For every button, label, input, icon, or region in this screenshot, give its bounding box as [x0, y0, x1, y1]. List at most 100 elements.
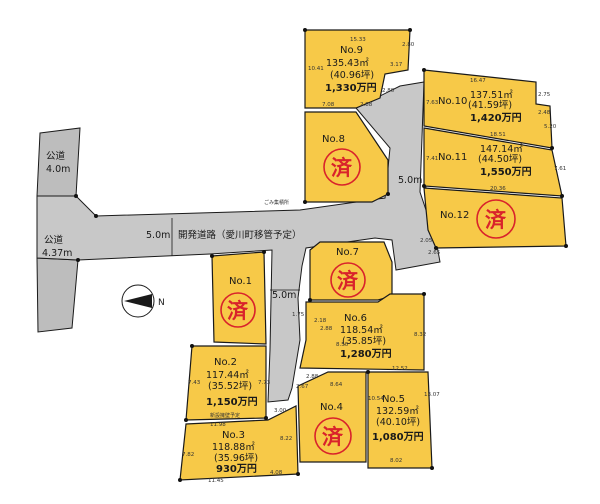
lot-7-info: No.7 [336, 247, 359, 258]
dim-label: 7.43 [188, 380, 201, 386]
dimension-labels: 15.33 2.80 10.41 3.17 7.08 2.88 2.80 16.… [182, 37, 566, 484]
dim-label: 2.67 [296, 384, 309, 390]
sold-mark-text: 済 [331, 156, 353, 180]
dim-label: 13.07 [424, 392, 440, 398]
lot-7[interactable] [309, 241, 393, 301]
sold-mark-lot-4: 済 [314, 417, 352, 455]
dev-road-width: 5.0m [146, 230, 170, 241]
lot-6-area: 118.54㎡ [340, 325, 383, 336]
dim-label: 2.80 [402, 42, 415, 48]
dim-label: 15.33 [350, 37, 366, 43]
branch-right-width: 5.0m [398, 175, 422, 186]
lot-6-number: No.6 [344, 313, 367, 324]
dim-label: 11.98 [210, 422, 226, 428]
sold-mark-lot-7: 済 [330, 262, 366, 298]
lot-3-area: 118.88㎡ [212, 442, 255, 453]
lot-1-number: No.1 [229, 276, 252, 287]
lot-9-number: No.9 [340, 45, 363, 56]
lot-5-tsubo: (40.10坪) [376, 416, 420, 428]
lot-3-number: No.3 [222, 430, 245, 441]
dim-label: 11.45 [208, 478, 224, 484]
lot-10-tsubo: (41.59坪) [468, 99, 512, 111]
dim-label: 7.61 [554, 166, 566, 172]
lot-10-info: No.10 137.51㎡ (41.59坪) 1,420万円 [438, 90, 522, 124]
dim-label: 7.82 [182, 452, 194, 458]
dim-label: 4.08 [270, 470, 283, 476]
dim-label: 2.80 [382, 88, 395, 94]
lot-7-number: No.7 [336, 247, 359, 258]
lot-8-number: No.8 [322, 134, 345, 145]
lot-2-tsubo: (35.52坪) [208, 380, 252, 392]
dim-label: 20.36 [490, 186, 506, 192]
branch-lower-width: 5.0m [272, 290, 296, 301]
dim-label: 8.32 [414, 332, 426, 338]
public-road-upper-label: 公道 [46, 150, 66, 162]
dim-label: 7.73 [258, 380, 271, 386]
lot-9-area: 135.43㎡ [326, 58, 369, 69]
public-road-lower-label: 公道 [44, 234, 64, 246]
dim-label: 2.48 [538, 110, 551, 116]
lot-9-info: No.9 135.43㎡ (40.96坪) 1,330万円 [325, 45, 377, 94]
public-road-upper [36, 127, 81, 197]
lot-1[interactable] [211, 251, 267, 345]
sold-mark-text: 済 [337, 269, 359, 293]
north-compass: N [121, 284, 165, 318]
dim-label: 16.47 [470, 78, 486, 84]
lot-3[interactable] [179, 405, 299, 481]
lot-8-info: No.8 [322, 134, 345, 145]
lot-5-price: 1,080万円 [372, 431, 424, 443]
dim-label: 2.75 [538, 92, 551, 98]
lot-9[interactable] [304, 29, 411, 109]
lot-2-area: 117.44㎡ [206, 370, 249, 381]
dim-label: 2.65 [428, 250, 441, 256]
public-road-lower-width: 4.37m [42, 248, 72, 259]
dim-label: 1.75 [292, 312, 305, 318]
dim-label: 8.02 [390, 458, 402, 464]
dim-label: 2.88 [320, 326, 333, 332]
lot-2-info: No.2 117.44㎡ (35.52坪) 1,150万円 [206, 357, 258, 408]
fence-note: 新設擁壁予定 [210, 412, 240, 419]
lot-2-price: 1,150万円 [206, 396, 258, 408]
dim-label: 2.88 [306, 374, 319, 380]
lot-10-price: 1,420万円 [470, 112, 522, 124]
compass-label: N [158, 298, 165, 308]
sold-mark-lot-1: 済 [220, 292, 256, 328]
lot-11-tsubo: (44.50坪) [478, 153, 522, 165]
dim-label: 7.08 [322, 102, 335, 108]
dim-label: 3.00 [274, 408, 287, 414]
dim-label: 5.20 [544, 124, 557, 130]
lot-11-area: 147.14㎡ [480, 144, 523, 155]
dim-label: 7.63 [426, 100, 439, 106]
lot-11-number: No.11 [438, 152, 467, 163]
sold-mark-text: 済 [322, 425, 344, 449]
lot-9-price: 1,330万円 [325, 82, 377, 94]
lot-4-info: No.4 [320, 402, 343, 413]
lot-9-tsubo: (40.96坪) [330, 69, 374, 81]
lot-3-info: No.3 118.88㎡ (35.96坪) 930万円 [212, 430, 258, 475]
lot-5-info: No.5 132.59㎡ (40.10坪) 1,080万円 [372, 394, 424, 443]
dim-label: 10.41 [308, 66, 324, 72]
lot-12-number: No.12 [440, 210, 469, 221]
sold-mark-text: 済 [485, 208, 507, 232]
public-road-upper-width: 4.0m [46, 164, 70, 175]
lot-4-number: No.4 [320, 402, 343, 413]
lot-1-info: No.1 [229, 276, 252, 287]
lot-11-price: 1,550万円 [480, 166, 532, 178]
sold-mark-lot-12: 済 [476, 199, 516, 239]
dim-label: 8.64 [330, 382, 343, 388]
lot-5-number: No.5 [382, 394, 405, 405]
lot-10[interactable] [423, 69, 553, 149]
dim-label: 8.22 [280, 436, 292, 442]
lot-5-area: 132.59㎡ [376, 406, 419, 417]
lot-3-tsubo: (35.96坪) [214, 452, 258, 464]
dim-label: 18.51 [490, 132, 506, 138]
dim-label: 7.41 [426, 156, 438, 162]
dev-road-name: 開発道路（愛川町移管予定） [178, 229, 302, 241]
lot-3-price: 930万円 [216, 463, 257, 475]
lot-2-number: No.2 [214, 357, 237, 368]
dim-label: 8.50 [336, 342, 349, 348]
lot-12[interactable] [423, 187, 567, 249]
public-road-lower [36, 257, 79, 333]
lot-11-info: No.11 147.14㎡ (44.50坪) 1,550万円 [438, 144, 532, 178]
lot-6[interactable] [299, 293, 425, 371]
